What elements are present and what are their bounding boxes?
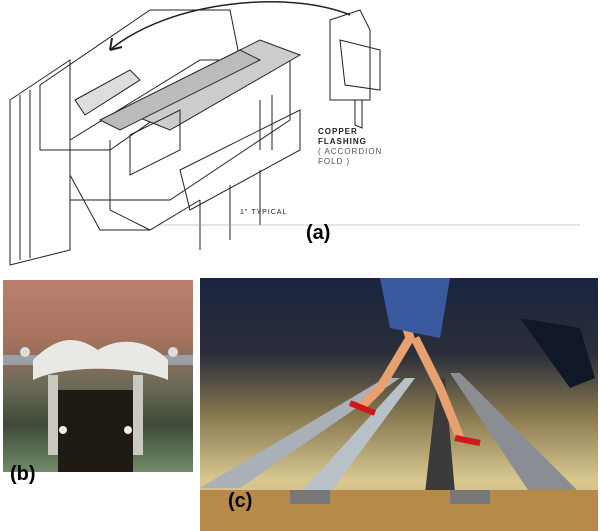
callout-title: COPPER FLASHING — [318, 127, 367, 147]
panel-c-label: (c) — [228, 490, 253, 512]
floor-joint-photo — [200, 278, 598, 531]
dimension-note: 1" TYPICAL — [240, 209, 288, 216]
isometric-drawing — [9, 1, 580, 266]
callout-subtitle: ( ACCORDION FOLD ) — [318, 147, 382, 167]
panel-c-floor-joint-photo — [200, 278, 598, 531]
callout-title-line-2: FLASHING — [318, 137, 367, 146]
panel-a-label: (a) — [306, 222, 331, 244]
panel-b-joint-photo — [3, 280, 193, 472]
callout-subtitle-line-2: FOLD ) — [318, 157, 351, 166]
callout-title-line-1: COPPER — [318, 127, 358, 136]
panel-b-label: (b) — [10, 463, 36, 485]
joint-cover-photo — [3, 340, 193, 472]
callout-subtitle-line-1: ( ACCORDION — [318, 147, 383, 156]
panel-a-expansion-joint-drawing: COPPER FLASHING ( ACCORDION FOLD ) 1" TY… — [9, 1, 580, 266]
